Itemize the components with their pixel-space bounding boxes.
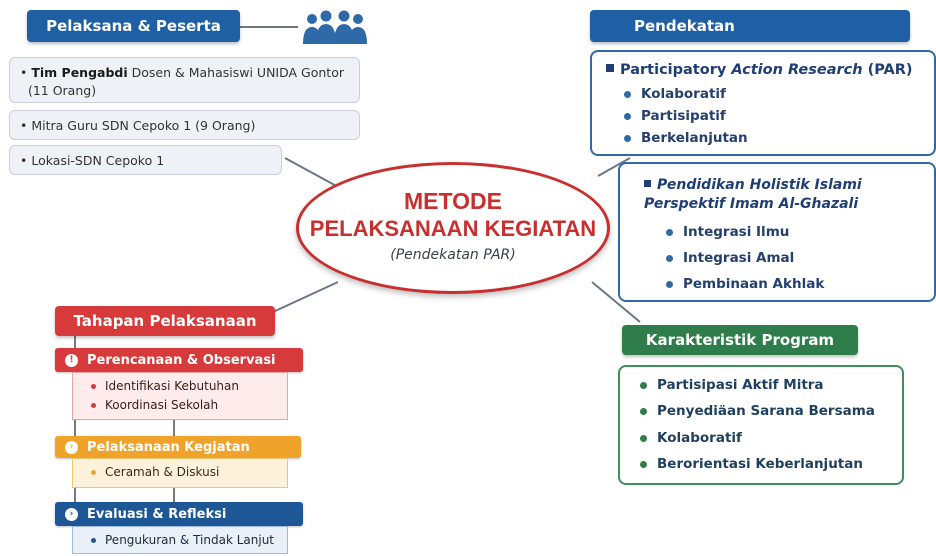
step-item: Identifikasi Kebutuhan xyxy=(91,377,287,396)
karakteristik-item: Penyediäan Sarana Bersama xyxy=(640,403,875,419)
par-item: Partisipatif xyxy=(624,108,726,124)
bullet-icon xyxy=(640,434,647,442)
karakteristik-item: Partisipasi Aktif Mitra xyxy=(640,377,824,393)
pendekatan-holistik-panel: Pendidikan Holistik Islami Perspektif Im… xyxy=(618,162,936,302)
chevron-right-icon: › xyxy=(65,440,78,454)
step-perencanaan-box: Identifikasi Kebutuhan Koordinasi Sekola… xyxy=(72,372,288,420)
par-item: Berkelanjutan xyxy=(624,130,748,146)
holistik-title: Pendidikan Holistik Islami Perspektif Im… xyxy=(644,177,862,212)
square-bullet-icon xyxy=(606,64,614,72)
square-bullet-icon xyxy=(644,180,651,187)
bullet-icon xyxy=(640,407,647,415)
bullet-icon xyxy=(666,280,673,288)
step-pelaksanaan-box: Ceramah & Diskusi xyxy=(72,458,288,488)
karakteristik-item: Berorientasi Keberlanjutan xyxy=(640,456,863,472)
holistik-item: Integrasi Ilmu xyxy=(666,224,789,240)
bullet-icon xyxy=(624,90,631,98)
chevron-right-icon: › xyxy=(65,507,78,521)
pelaksana-item-tim: • Tim Pengabdi Dosen & Mahasiswi UNIDA G… xyxy=(9,57,360,103)
step-item: Koordinasi Sekolah xyxy=(91,396,287,415)
par-item: Kolaboratif xyxy=(624,86,726,102)
pelaksana-item-mitra: • Mitra Guru SDN Cepoko 1 (9 Orang) xyxy=(9,110,360,140)
bullet-icon xyxy=(91,538,96,543)
center-title-line2: PELAKSANAAN KEGIATAN xyxy=(309,216,597,241)
pendekatan-header: Pendekatan xyxy=(590,10,910,42)
par-title: Participatory Action Research (PAR) xyxy=(606,62,913,78)
alert-icon: ! xyxy=(65,353,78,367)
bullet-icon xyxy=(640,381,647,389)
holistik-item: Integrasi Amal xyxy=(666,250,794,266)
bullet-icon xyxy=(666,254,673,262)
pelaksana-header: Pelaksana & Peserta xyxy=(27,10,240,42)
people-group-icon xyxy=(303,10,367,44)
bullet-icon xyxy=(640,460,647,468)
step-pelaksanaan-header: › Pelaksanaan Kegjatan xyxy=(55,436,301,458)
step-item: Ceramah & Diskusi xyxy=(91,463,287,482)
tahapan-header: Tahapan Pelaksanaan xyxy=(55,306,275,336)
bullet-icon xyxy=(91,403,96,408)
center-title-line1: METODE xyxy=(404,188,502,214)
pelaksana-item-lokasi: • Lokasi-SDN Cepoko 1 xyxy=(9,145,282,175)
pendekatan-par-panel: Participatory Action Research (PAR) Kola… xyxy=(590,50,936,156)
bullet-icon xyxy=(624,112,631,120)
karakteristik-header: Karakteristik Program xyxy=(622,325,858,355)
center-subtitle: (Pendekatan PAR) xyxy=(390,247,516,263)
bullet-icon xyxy=(91,470,96,475)
karakteristik-item: Kolaboratif xyxy=(640,430,742,446)
center-node: METODE PELAKSANAAN KEGIATAN (Pendekatan … xyxy=(296,162,610,294)
bullet-icon xyxy=(624,134,631,142)
holistik-item: Pembinaan Akhlak xyxy=(666,276,824,292)
bullet-icon xyxy=(666,228,673,236)
step-item: Pengukuran & Tindak Lanjut xyxy=(91,531,287,550)
step-perencanaan-header: ! Perencanaan & Observasi xyxy=(55,348,303,372)
step-evaluasi-header: › Evaluasi & Refleksi xyxy=(55,502,303,526)
karakteristik-panel: Partisipasi Aktif Mitra Penyediäan Saran… xyxy=(618,365,904,485)
bullet-icon xyxy=(91,384,96,389)
step-evaluasi-box: Pengukuran & Tindak Lanjut xyxy=(72,526,288,554)
